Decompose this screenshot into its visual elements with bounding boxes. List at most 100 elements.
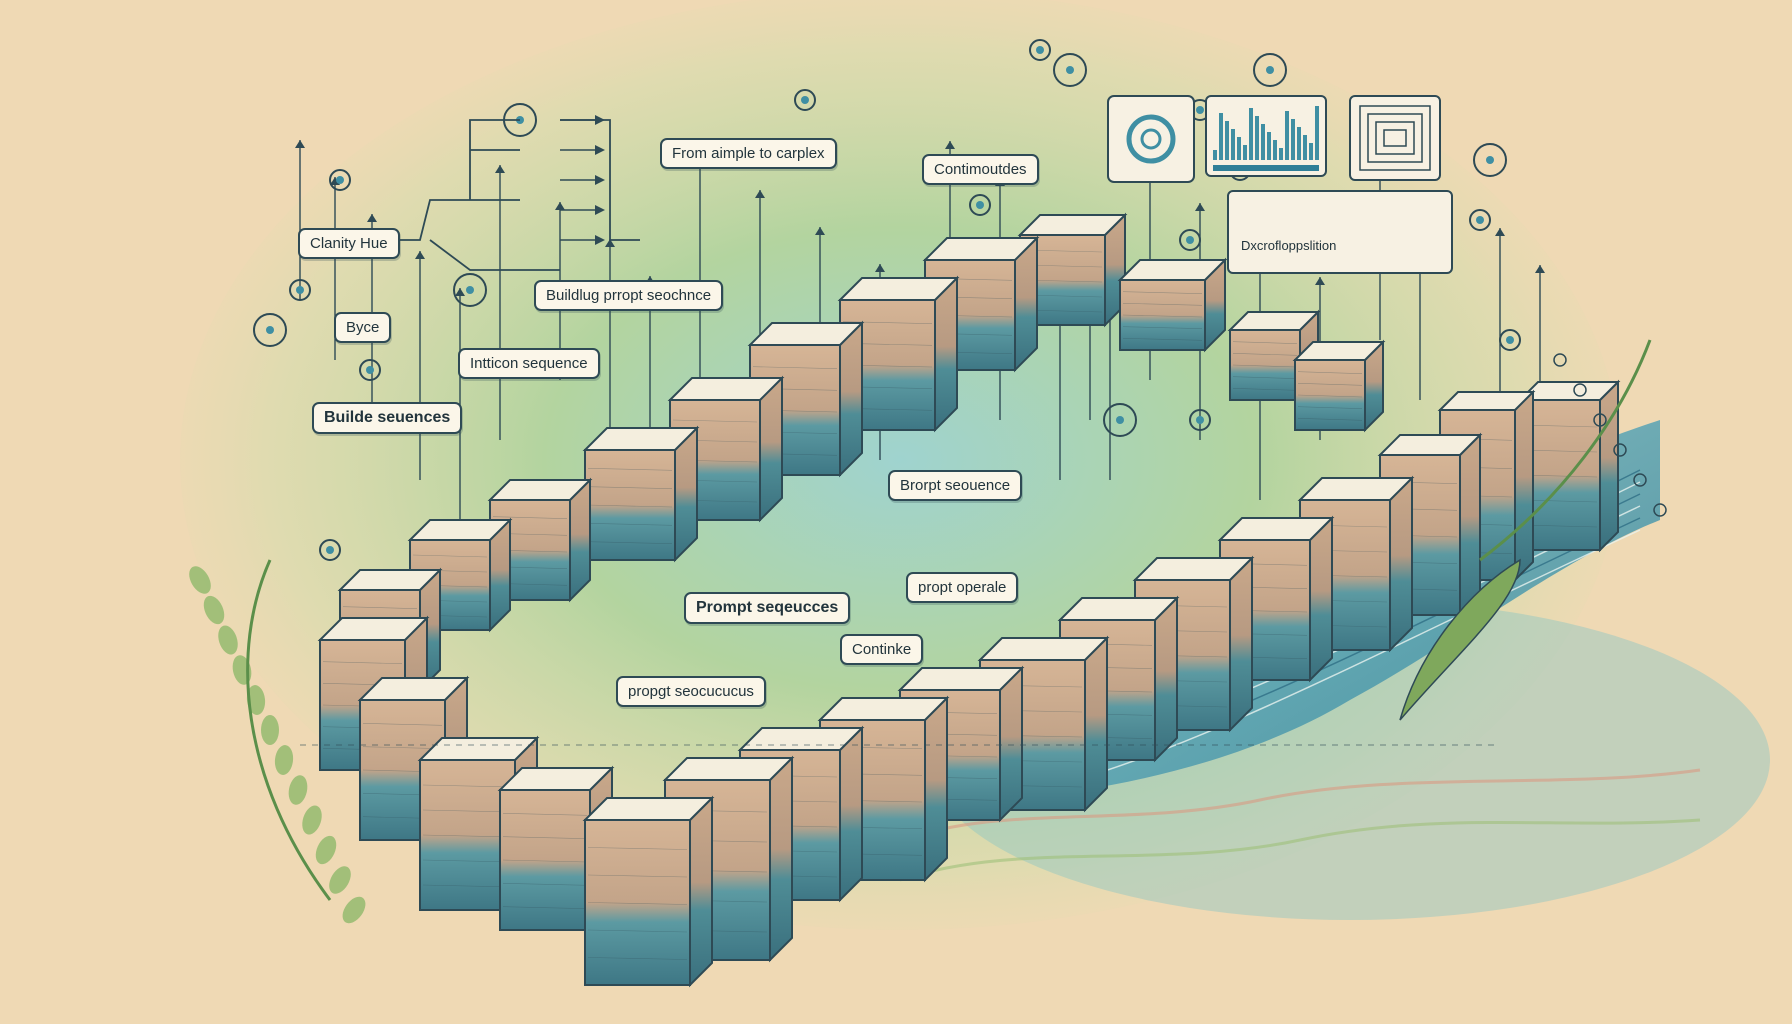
block-side: [1309, 515, 1333, 683]
arrowhead: [555, 202, 565, 210]
block-top: [977, 637, 1110, 661]
mini-bar: [1219, 113, 1223, 160]
block-top: [1437, 391, 1536, 411]
leaf-icon: [329, 866, 351, 894]
block-side: [1599, 379, 1619, 553]
flow-arrow-icon: [595, 205, 605, 215]
block-side: [924, 695, 948, 883]
node-dot-icon: [1066, 66, 1074, 74]
arrowhead: [495, 165, 505, 173]
label-from-simple: From aimple to carplex: [660, 138, 837, 169]
block-side: [1154, 595, 1178, 763]
flow-arrow-icon: [595, 235, 605, 245]
block-top: [1377, 434, 1483, 456]
block-texture: [587, 902, 688, 905]
mini-bar: [1297, 127, 1301, 160]
spiral-panel: [1349, 95, 1441, 181]
block-texture: [587, 504, 673, 508]
node-circle-icon: [359, 359, 381, 381]
label-building: Buildlug prropt seochnce: [534, 280, 724, 311]
block-top: [1117, 259, 1228, 281]
block-top: [1057, 597, 1180, 621]
block-texture: [587, 929, 688, 933]
leaf-icon: [288, 775, 308, 805]
mini-bar: [1249, 108, 1253, 160]
block-texture: [1522, 474, 1598, 478]
arrowhead: [755, 190, 765, 198]
block-top: [1017, 214, 1128, 236]
gear-icon-core: [1140, 128, 1162, 150]
berry-icon: [1633, 473, 1647, 487]
leaf-icon: [261, 715, 279, 745]
arrowhead: [1315, 277, 1325, 285]
block-texture: [1232, 376, 1298, 379]
gear-panel: [1107, 95, 1195, 183]
leaf-icon: [274, 745, 294, 775]
label-propt-secu: propgt seocucucus: [616, 676, 766, 707]
arrowhead: [815, 227, 825, 235]
mini-bar: [1243, 145, 1247, 160]
block-texture: [587, 957, 688, 960]
flow-arrow-icon: [595, 115, 605, 125]
panel-label: Dxcrofloppslition: [1241, 238, 1337, 253]
staircase-blocks: [317, 212, 1621, 988]
block-top: [417, 737, 540, 761]
block-texture: [1297, 418, 1363, 421]
node-dot-icon: [296, 286, 304, 294]
bars-panel: [1205, 95, 1327, 177]
block-texture: [362, 723, 443, 726]
node-dot-icon: [466, 286, 474, 294]
sequence-panel: Dxcrofloppslition: [1227, 190, 1453, 274]
mini-bar: [1273, 140, 1277, 160]
block-side: [999, 665, 1023, 823]
stair-block: [1117, 257, 1228, 353]
leaf-icon: [189, 566, 211, 594]
block-texture: [1232, 341, 1298, 344]
block-texture: [752, 366, 838, 369]
block-texture: [587, 486, 673, 489]
block-texture: [587, 847, 688, 850]
block-top: [1517, 381, 1621, 401]
plant-stem: [1479, 339, 1652, 562]
block-top: [337, 569, 443, 591]
label-continue: Continke: [840, 634, 924, 665]
block-texture: [1522, 524, 1598, 528]
stair-block: [1292, 339, 1386, 433]
block-top: [897, 667, 1025, 691]
spiral-square-icon: [1375, 121, 1415, 155]
mini-bar: [1231, 129, 1235, 160]
block-top: [1227, 311, 1321, 331]
block-top: [662, 757, 795, 781]
node-dot-icon: [1486, 156, 1494, 164]
berry-icon: [1573, 383, 1587, 397]
leaf-icon: [342, 896, 366, 924]
block-texture: [422, 859, 513, 863]
arrowhead: [1535, 265, 1545, 273]
block-top: [1297, 477, 1415, 501]
node-circle-icon: [1053, 53, 1087, 87]
block-top: [837, 277, 960, 301]
mini-bar: [1315, 106, 1319, 160]
node-dot-icon: [1186, 236, 1194, 244]
node-circle-icon: [1103, 403, 1137, 437]
arrowhead: [455, 288, 465, 296]
block-side: [1389, 475, 1413, 653]
node-dot-icon: [326, 546, 334, 554]
block-texture: [1232, 364, 1298, 368]
node-circle-icon: [1179, 229, 1201, 251]
block-side: [1459, 432, 1481, 618]
berry-icon: [1613, 443, 1627, 457]
block-top: [582, 427, 700, 451]
stair-block: [817, 695, 950, 883]
block-texture: [1522, 499, 1598, 503]
arrowhead: [1495, 228, 1505, 236]
block-top: [357, 677, 470, 701]
mini-bar: [1225, 121, 1229, 160]
block-texture: [1522, 424, 1598, 428]
block-texture: [1297, 383, 1363, 386]
block-top: [497, 767, 615, 791]
mini-bar: [1303, 135, 1307, 160]
flow-arrow-icon: [595, 145, 605, 155]
stair-block: [1517, 379, 1621, 553]
